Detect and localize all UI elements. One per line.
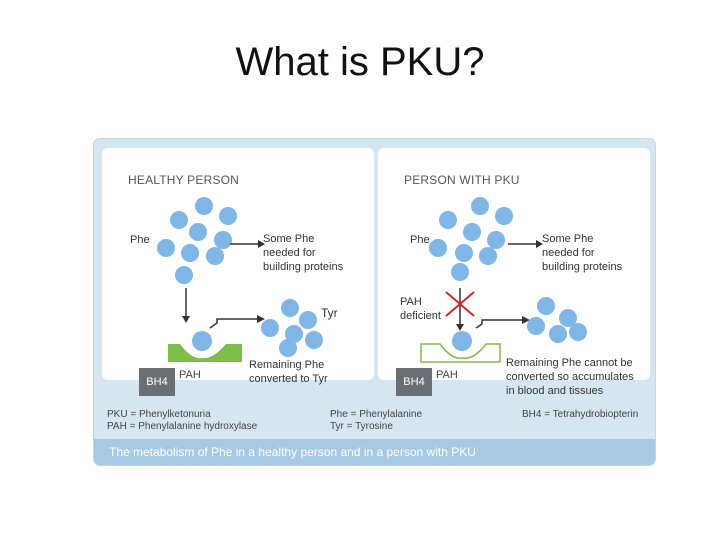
pku-protein-arrowhead bbox=[536, 240, 543, 248]
pku-pah-label: PAH bbox=[436, 369, 458, 381]
pku-phe-label: Phe bbox=[410, 234, 430, 246]
pku-conversion-arrow bbox=[475, 319, 523, 329]
legend-pah: PAH = Phenylalanine hydroxylase bbox=[107, 421, 258, 432]
legend-col-2: Phe = Phenylalanine Tyr = Tyrosine bbox=[330, 409, 422, 433]
healthy-tyr-molecules bbox=[261, 299, 323, 357]
pku-down-arrowhead bbox=[456, 324, 464, 331]
phe-molecule bbox=[495, 207, 513, 225]
phe-molecule bbox=[189, 223, 207, 241]
phe-molecule bbox=[451, 263, 469, 281]
healthy-down-arrowhead bbox=[182, 316, 190, 323]
pku-remaining-line-1: Remaining Phe cannot be bbox=[506, 357, 633, 369]
blocked-cross-icon bbox=[445, 291, 475, 317]
pku-remaining-line-2: converted so accumulates bbox=[506, 371, 634, 383]
pku-phe-molecules bbox=[429, 197, 513, 281]
healthy-phe-molecules bbox=[157, 197, 237, 284]
tyr-molecule bbox=[305, 331, 323, 349]
phe-molecule bbox=[559, 309, 577, 327]
phe-molecule bbox=[463, 223, 481, 241]
legend-col-1: PKU = Phenylketonuria PAH = Phenylalanin… bbox=[107, 409, 257, 433]
phe-molecule bbox=[439, 211, 457, 229]
phe-molecule bbox=[487, 231, 505, 249]
tyr-molecule bbox=[299, 311, 317, 329]
phe-molecule bbox=[569, 323, 587, 341]
pku-metabolism-figure: HEALTHY PERSON Phe Some Phe needed for b… bbox=[94, 139, 655, 465]
legend-phe: Phe = Phenylalanine bbox=[330, 409, 423, 420]
tyr-molecule bbox=[281, 299, 299, 317]
pah-deficient-line-1: PAH bbox=[400, 296, 422, 308]
pku-pah-enzyme-outline bbox=[420, 343, 501, 363]
healthy-person-panel: HEALTHY PERSON Phe Some Phe needed for b… bbox=[102, 148, 374, 396]
phe-molecule bbox=[170, 211, 188, 229]
pku-bound-phe bbox=[452, 331, 472, 351]
healthy-conversion-arrowhead bbox=[257, 315, 265, 323]
healthy-remaining-line-2: converted to Tyr bbox=[249, 373, 328, 385]
healthy-remaining-line-1: Remaining Phe bbox=[249, 359, 325, 371]
phe-molecule bbox=[429, 239, 447, 257]
pku-panel-title: PERSON WITH PKU bbox=[404, 173, 520, 187]
legend-pku: PKU = Phenylketonuria bbox=[107, 409, 211, 420]
healthy-remaining-text: Remaining Phe converted to Tyr bbox=[249, 358, 328, 386]
healthy-panel-graphics bbox=[157, 197, 323, 362]
healthy-phe-label: Phe bbox=[130, 234, 150, 246]
phe-molecule bbox=[537, 297, 555, 315]
caption-bar: The metabolism of Phe in a healthy perso… bbox=[94, 439, 655, 465]
healthy-conversion-arrow bbox=[209, 318, 258, 329]
healthy-pah-label: PAH bbox=[179, 369, 201, 381]
healthy-some-phe-line-2: needed for bbox=[263, 247, 316, 259]
phe-molecule bbox=[549, 325, 567, 343]
pku-person-panel: PERSON WITH PKU Phe Some Phe needed for … bbox=[378, 148, 650, 397]
tyr-molecule bbox=[261, 319, 279, 337]
healthy-some-phe-line-1: Some Phe bbox=[263, 233, 315, 245]
pah-deficient-text: PAH deficient bbox=[400, 295, 441, 323]
pku-bh4-box: BH4 bbox=[396, 368, 432, 396]
phe-molecule bbox=[219, 207, 237, 225]
phe-molecule bbox=[214, 231, 232, 249]
pku-conversion-arrowhead bbox=[522, 316, 530, 324]
pku-accumulated-phe bbox=[527, 297, 587, 343]
pku-panel-graphics bbox=[420, 197, 587, 363]
legend-bh4: BH4 = Tetrahydrobiopterin bbox=[522, 409, 639, 420]
pah-deficient-line-2: deficient bbox=[400, 310, 441, 322]
pku-remaining-line-3: in blood and tissues bbox=[506, 385, 604, 397]
phe-molecule bbox=[157, 239, 175, 257]
tyr-molecule bbox=[285, 325, 303, 343]
healthy-bound-phe bbox=[192, 331, 212, 351]
phe-molecule bbox=[206, 247, 224, 265]
legend-tyr: Tyr = Tyrosine bbox=[330, 421, 393, 432]
healthy-some-phe-line-3: building proteins bbox=[263, 261, 344, 273]
phe-molecule bbox=[479, 247, 497, 265]
phe-molecule bbox=[181, 244, 199, 262]
phe-molecule bbox=[527, 317, 545, 335]
legend-col-3: BH4 = Tetrahydrobiopterin bbox=[522, 409, 638, 421]
tyr-molecule bbox=[279, 339, 297, 357]
healthy-bh4-box: BH4 bbox=[139, 368, 175, 396]
phe-molecule bbox=[175, 266, 193, 284]
phe-molecule bbox=[195, 197, 213, 215]
phe-molecule bbox=[455, 244, 473, 262]
pku-remaining-text: Remaining Phe cannot be converted so acc… bbox=[506, 356, 634, 398]
phe-molecule bbox=[471, 197, 489, 215]
healthy-some-phe-text: Some Phe needed for building proteins bbox=[263, 232, 343, 274]
healthy-protein-arrowhead bbox=[258, 240, 265, 248]
healthy-tyr-label: Tyr bbox=[321, 306, 338, 320]
figure-caption: The metabolism of Phe in a healthy perso… bbox=[109, 445, 476, 459]
healthy-pah-enzyme bbox=[168, 344, 242, 362]
pku-some-phe-text: Some Phe needed for building proteins bbox=[542, 232, 622, 274]
slide-title: What is PKU? bbox=[235, 40, 485, 84]
pku-some-phe-line-2: needed for bbox=[542, 247, 595, 259]
healthy-panel-title: HEALTHY PERSON bbox=[128, 173, 240, 187]
pku-some-phe-line-1: Some Phe bbox=[542, 233, 594, 245]
pku-some-phe-line-3: building proteins bbox=[542, 261, 623, 273]
